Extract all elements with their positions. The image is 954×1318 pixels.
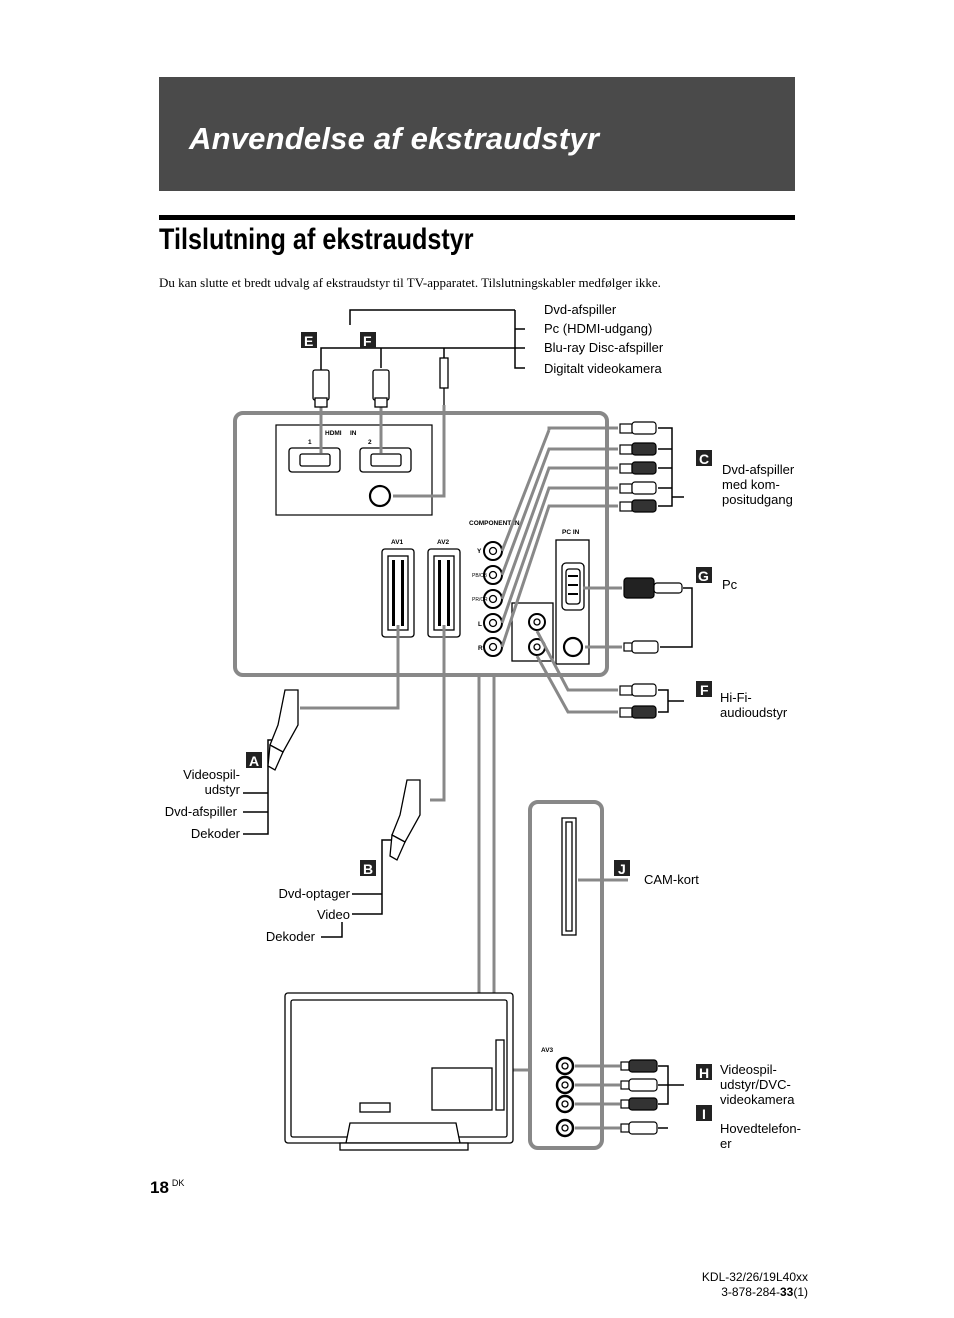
audio-box (511, 602, 554, 662)
svg-text:med kom-: med kom- (722, 477, 780, 492)
svg-text:Dvd-afspiller: Dvd-afspiller (544, 302, 617, 317)
svg-text:audioudstyr: audioudstyr (720, 705, 788, 720)
badge-D: E (304, 333, 313, 349)
svg-text:Blu-ray Disc-afspiller: Blu-ray Disc-afspiller (544, 340, 664, 355)
svg-text:Dvd-optager: Dvd-optager (278, 886, 350, 901)
svg-text:positudgang: positudgang (722, 492, 793, 507)
badge-B: B (363, 861, 373, 877)
scart-av2 (427, 548, 461, 638)
svg-text:CAM-kort: CAM-kort (644, 872, 699, 887)
svg-text:Dvd-afspiller: Dvd-afspiller (165, 804, 238, 819)
hdmi-port2-label: 2 (368, 439, 372, 446)
badge-J: J (618, 861, 626, 877)
badge-H: H (699, 1065, 709, 1081)
av3-label: AV3 (541, 1047, 554, 1054)
svg-text:Pc (HDMI-udgang): Pc (HDMI-udgang) (544, 321, 652, 336)
pr-label: PR/CR (472, 597, 488, 603)
svg-text:er: er (720, 1136, 732, 1151)
av2-label: AV2 (437, 539, 450, 546)
svg-text:Hovedtelefon-: Hovedtelefon- (720, 1121, 801, 1136)
badge-F: F (700, 682, 709, 698)
l-label: L (478, 621, 482, 628)
svg-text:udstyr/DVC-: udstyr/DVC- (720, 1077, 791, 1092)
svg-text:Videospil-: Videospil- (183, 767, 240, 782)
tv-rear (284, 992, 514, 1151)
component-in-label: COMPONENT IN (469, 520, 520, 527)
badge-I: I (702, 1106, 706, 1122)
svg-text:Video: Video (317, 907, 350, 922)
badge-A: A (249, 753, 259, 769)
vga-port (561, 562, 585, 611)
pc-in-label: PC IN (562, 529, 580, 536)
hdmi-port1-label: 1 (308, 439, 312, 446)
chapter-title: Anvendelse af ekstraudstyr (189, 121, 600, 156)
hdmi-box (275, 424, 433, 516)
section-rule (159, 215, 795, 220)
intro-text: Du kan slutte et bredt udvalg af ekstrau… (159, 275, 661, 290)
svg-text:Videospil-: Videospil- (720, 1062, 777, 1077)
svg-text:Pc: Pc (722, 577, 738, 592)
hdmi-port-1 (288, 447, 341, 473)
badges: E F C G F A B J H I (246, 332, 712, 1122)
rear-panel (233, 411, 609, 677)
pb-label: PB/CB (472, 573, 488, 579)
hdmi-in-label: IN (350, 430, 357, 437)
footer: KDL-32/26/19L40xx 3-878-284-33(1) (702, 1270, 808, 1300)
chapter-header: Anvendelse af ekstraudstyr (159, 77, 795, 191)
svg-text:Hi-Fi-: Hi-Fi- (720, 690, 752, 705)
svg-text:Dvd-afspiller: Dvd-afspiller (722, 462, 795, 477)
svg-text:Digitalt videokamera: Digitalt videokamera (544, 361, 663, 376)
pc-audio-jack (562, 636, 584, 658)
side-panel (528, 800, 604, 1150)
svg-text:Dekoder: Dekoder (191, 826, 241, 841)
cam-slot (561, 817, 577, 936)
hdmi-audio-jack (368, 484, 392, 508)
pc-box (555, 539, 590, 665)
footer-model: KDL-32/26/19L40xx (701, 1270, 808, 1284)
hdmi-port-2 (359, 447, 412, 473)
badge-C: C (699, 451, 709, 467)
r-label: R (478, 645, 483, 652)
scart-av1 (381, 548, 415, 638)
svg-text:udstyr: udstyr (205, 782, 241, 797)
footer-code: 3-878-284-33(1) (721, 1285, 808, 1299)
svg-text:Dekoder: Dekoder (266, 929, 316, 944)
hdmi-logo: HDMI (325, 430, 342, 437)
badge-E: F (363, 333, 372, 349)
svg-text:videokamera: videokamera (720, 1092, 795, 1107)
y-label: Y (477, 548, 482, 555)
section-title: Tilslutning af ekstraudstyr (159, 223, 474, 256)
badge-G: G (698, 568, 709, 584)
av1-label: AV1 (391, 539, 404, 546)
